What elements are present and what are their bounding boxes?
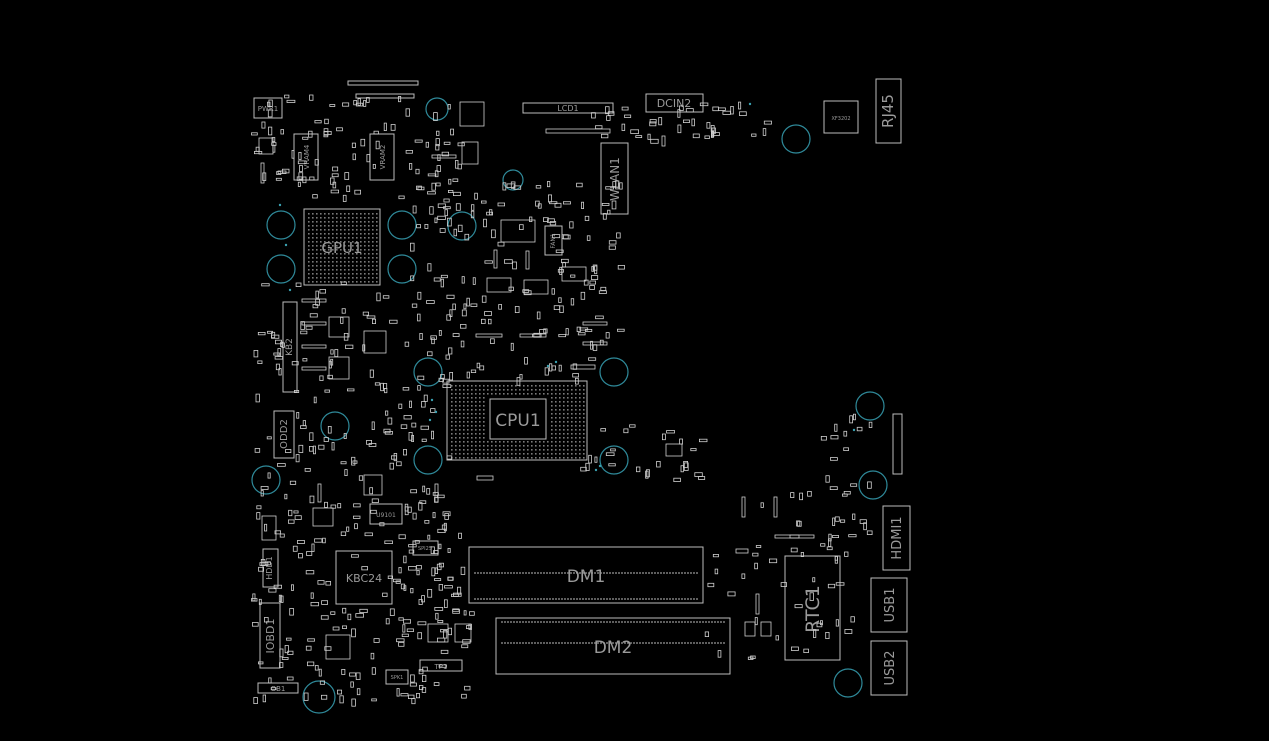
lcd1-connector: LCD1 — [522, 102, 614, 114]
spi25-chip: SPI25 — [412, 540, 439, 556]
usb2-label: USB2 — [883, 651, 898, 686]
usb2-connector: USB2 — [870, 640, 908, 696]
hdd1-connector: HDD1 — [262, 548, 279, 588]
dcin2-connector: DCIN2 — [645, 93, 704, 113]
u9101-label: U9101 — [376, 512, 396, 519]
tp1-connector: TP1 — [419, 659, 463, 672]
vram4-chip: VRAM4 — [293, 133, 319, 181]
rtc1-battery: RTC1 — [784, 555, 841, 661]
pwr1-label: PWR1 — [258, 105, 278, 113]
vram2-label: VRAM2 — [379, 145, 387, 170]
ob1-connector: OB1 — [257, 682, 299, 694]
xf3202-transformer: XF3202 — [823, 100, 859, 134]
mounting-holes — [251, 97, 888, 714]
usb1-connector: USB1 — [870, 577, 908, 633]
vram4-label: VRAM4 — [303, 144, 311, 169]
dcin2-label: DCIN2 — [657, 97, 692, 110]
spk1-label: SPK1 — [391, 675, 404, 681]
iobd1-connector: IOBD1 — [259, 602, 281, 669]
vram2-chip: VRAM2 — [369, 133, 395, 181]
fan1-label: FAN1 — [550, 233, 557, 248]
usb1-label: USB1 — [883, 588, 898, 623]
xf3202-label: XF3202 — [831, 116, 850, 122]
spi25-label: SPI25 — [418, 546, 432, 552]
wlan1-connector: WLAN1 — [600, 142, 629, 215]
pwr1-connector: PWR1 — [253, 97, 283, 119]
kbc24-chip: KBC24 — [335, 550, 393, 605]
gpu1-label: GPU1 — [321, 239, 362, 257]
dm2-label: DM2 — [594, 638, 633, 658]
side-header-right — [892, 413, 903, 475]
rtc1-label: RTC1 — [802, 585, 824, 633]
dm1-label: DM1 — [567, 567, 606, 587]
kbc24-label: KBC24 — [346, 572, 382, 585]
u9101-chip: U9101 — [369, 503, 403, 525]
gpu1-chip: GPU1 — [303, 208, 381, 286]
odd2-connector: ODD2 — [273, 410, 295, 459]
cpu1-chip: CPU1 — [446, 380, 588, 461]
iobd1-label: IOBD1 — [264, 619, 277, 654]
cpu1-label: CPU1 — [495, 411, 540, 431]
dm2-slot: DM2 — [495, 617, 731, 675]
fan1-connector: FAN1 — [544, 225, 563, 256]
ob1-label: OB1 — [271, 685, 286, 693]
odd2-label: ODD2 — [279, 419, 290, 449]
hdd1-label: HDD1 — [265, 556, 274, 579]
kb2-label: KB2 — [285, 338, 295, 356]
rj45-connector: RJ45 — [875, 78, 902, 144]
hdmi1-connector: HDMI1 — [882, 505, 911, 571]
top-header — [347, 80, 419, 99]
rj45-label: RJ45 — [879, 94, 897, 128]
smd-components — [258, 101, 815, 660]
wlan1-label: WLAN1 — [608, 157, 622, 201]
spk1-connector: SPK1 — [385, 669, 409, 685]
kb2-connector: KB2 — [282, 301, 298, 393]
dm1-slot: DM1 — [468, 546, 704, 604]
hdmi1-label: HDMI1 — [890, 516, 905, 559]
lcd1-label: LCD1 — [557, 104, 578, 113]
